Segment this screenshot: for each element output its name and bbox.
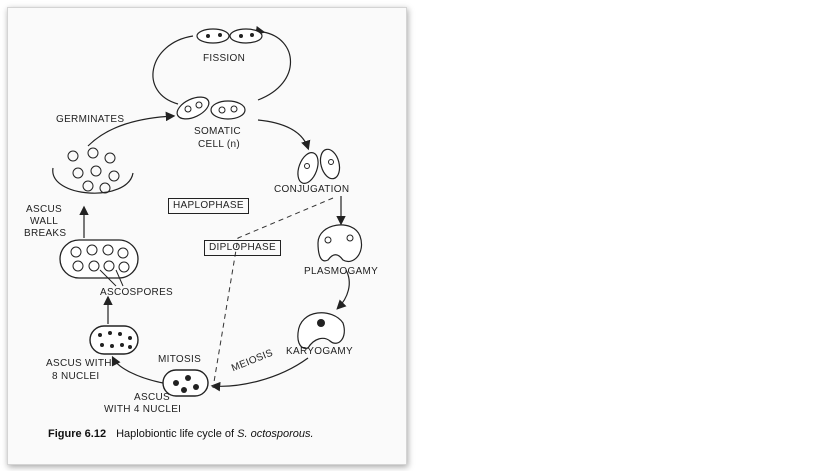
mitosis-arrow [111,355,164,384]
label-germinates: GERMINATES [56,114,125,125]
caption-text: Haplobiontic life cycle of [116,428,238,440]
ascospores-ascus [59,239,139,287]
caption-species: S. octosporous. [237,428,314,440]
arrow-to-conjugation [257,119,311,151]
phase-divider [212,197,334,389]
arrow-to-karyogamy [336,269,350,310]
germinates-arrow [87,111,176,147]
label-ascus-4-line2: WITH 4 NUCLEI [104,404,182,415]
label-fission: FISSION [203,53,246,64]
label-karyogamy: KARYOGAMY [286,346,353,357]
label-plasmogamy: PLASMOGAMY [304,266,379,277]
figure-caption: Figure 6.12 Haplobiontic life cycle of S.… [48,428,314,440]
label-ascus-4-line1: ASCUS [134,392,170,403]
label-diplophase: DIPLOPHASE [204,240,281,256]
label-ascus-wall-2: WALL [30,216,59,227]
label-ascus-8-line2: 8 NUCLEI [52,371,100,382]
label-haplophase: HAPLOPHASE [168,198,249,214]
label-ascospores: ASCOSPORES [100,287,174,298]
somatic-cells [176,96,246,120]
plasmogamy-cell [317,224,363,262]
figure-card: FISSION GERMINATES SOMATIC CELL (n) CONJ… [7,7,407,465]
figure-number: Figure 6.12 [48,428,107,440]
karyogamy-cell [297,312,345,349]
fission-arrow-right [255,26,292,101]
label-conjugation: CONJUGATION [274,184,350,195]
label-cell-n: CELL (n) [198,139,241,150]
fission-arrow-left [152,35,194,105]
label-ascus-8-line1: ASCUS WITH [46,358,112,369]
meiosis-arrow [210,357,309,392]
label-mitosis: MITOSIS [158,354,202,365]
label-somatic: SOMATIC [194,126,241,137]
label-ascus-wall-1: ASCUS [26,204,62,215]
ascus-wall-breaks [52,147,134,194]
life-cycle-diagram [52,26,363,397]
conjugation-cells [297,148,341,184]
ascus-8-nuclei [89,325,139,355]
fission-cells [196,28,263,44]
label-ascus-wall-3: BREAKS [24,228,67,239]
